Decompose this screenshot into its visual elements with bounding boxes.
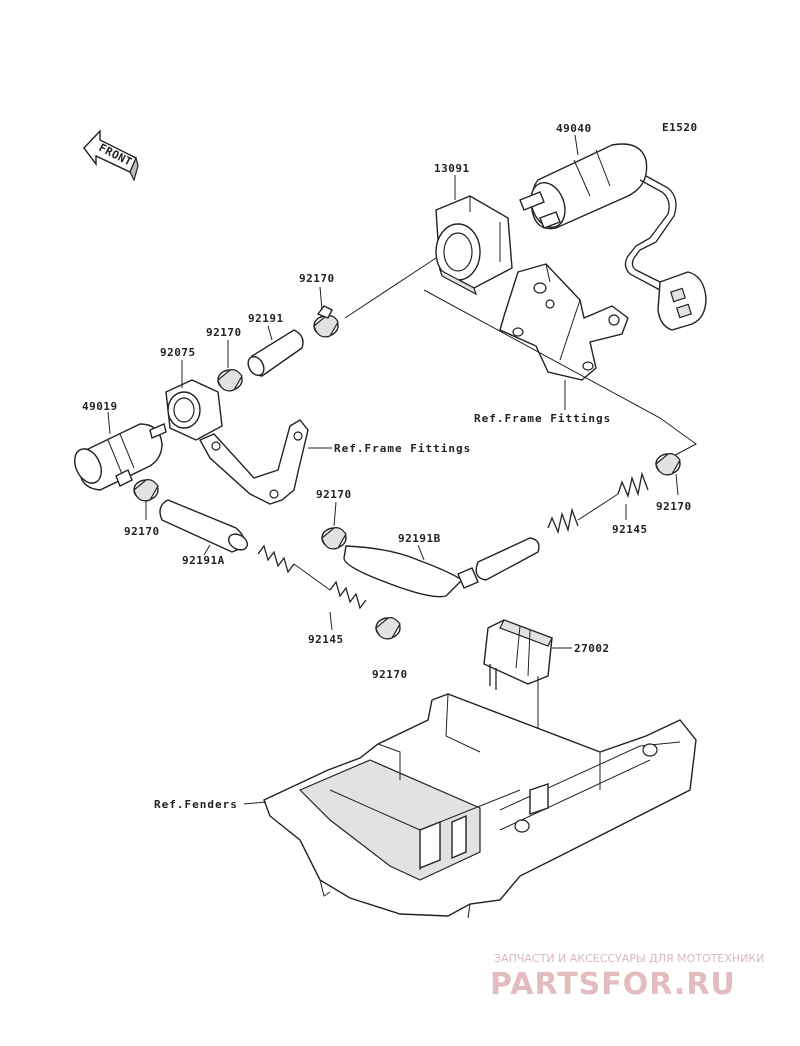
ref-frame-fittings-2: Ref.Frame Fittings [334,442,471,455]
watermark-logo: PARTSFOR.RU [490,967,736,1002]
pump-mount-13091 [435,195,513,296]
spring-92145-b [547,471,649,535]
frame-bracket-upper [499,263,629,381]
label-92170-e: 92170 [372,668,408,681]
watermark-tagline: ЗАПЧАСТИ И АКСЕССУАРЫ ДЛЯ МОТОТЕХНИКИ [494,952,764,965]
clamp-92170-e [375,617,401,640]
label-49019: 49019 [82,400,118,413]
spring-92145-a [257,544,367,610]
hose-92191B [343,537,540,598]
label-92191A: 92191A [182,554,225,567]
label-27002: 27002 [574,642,610,655]
relay-27002 [483,619,553,690]
diagram-code: E1520 [662,121,698,134]
label-92170-f: 92170 [656,500,692,513]
label-92145-b: 92145 [612,523,648,536]
label-92170-a: 92170 [299,272,335,285]
fuel-pump-49040 [519,143,707,331]
label-92145-a: 92145 [308,633,344,646]
label-92170-b: 92170 [206,326,242,339]
clamp-92170-f [655,453,681,476]
front-arrow-icon: FRONT [83,129,139,182]
fender-tray [263,693,697,919]
hose-92191A [159,499,249,553]
fuel-filter-49019 [74,423,167,491]
label-13091: 13091 [434,162,470,175]
label-92191B: 92191B [398,532,441,545]
frame-bracket-lower [199,419,309,505]
label-92075: 92075 [160,346,196,359]
damper-92075 [165,379,223,441]
ref-frame-fittings-1: Ref.Frame Fittings [474,412,611,425]
ref-fenders: Ref.Fenders [154,798,238,811]
clamp-92170-d [321,527,347,550]
label-92191: 92191 [248,312,284,325]
clamp-92170-c [133,479,159,502]
hose-92191 [247,329,304,377]
label-92170-d: 92170 [316,488,352,501]
label-92170-c: 92170 [124,525,160,538]
clamp-92170-a [313,305,339,338]
clamp-92170-b [217,369,243,392]
label-49040: 49040 [556,122,592,135]
